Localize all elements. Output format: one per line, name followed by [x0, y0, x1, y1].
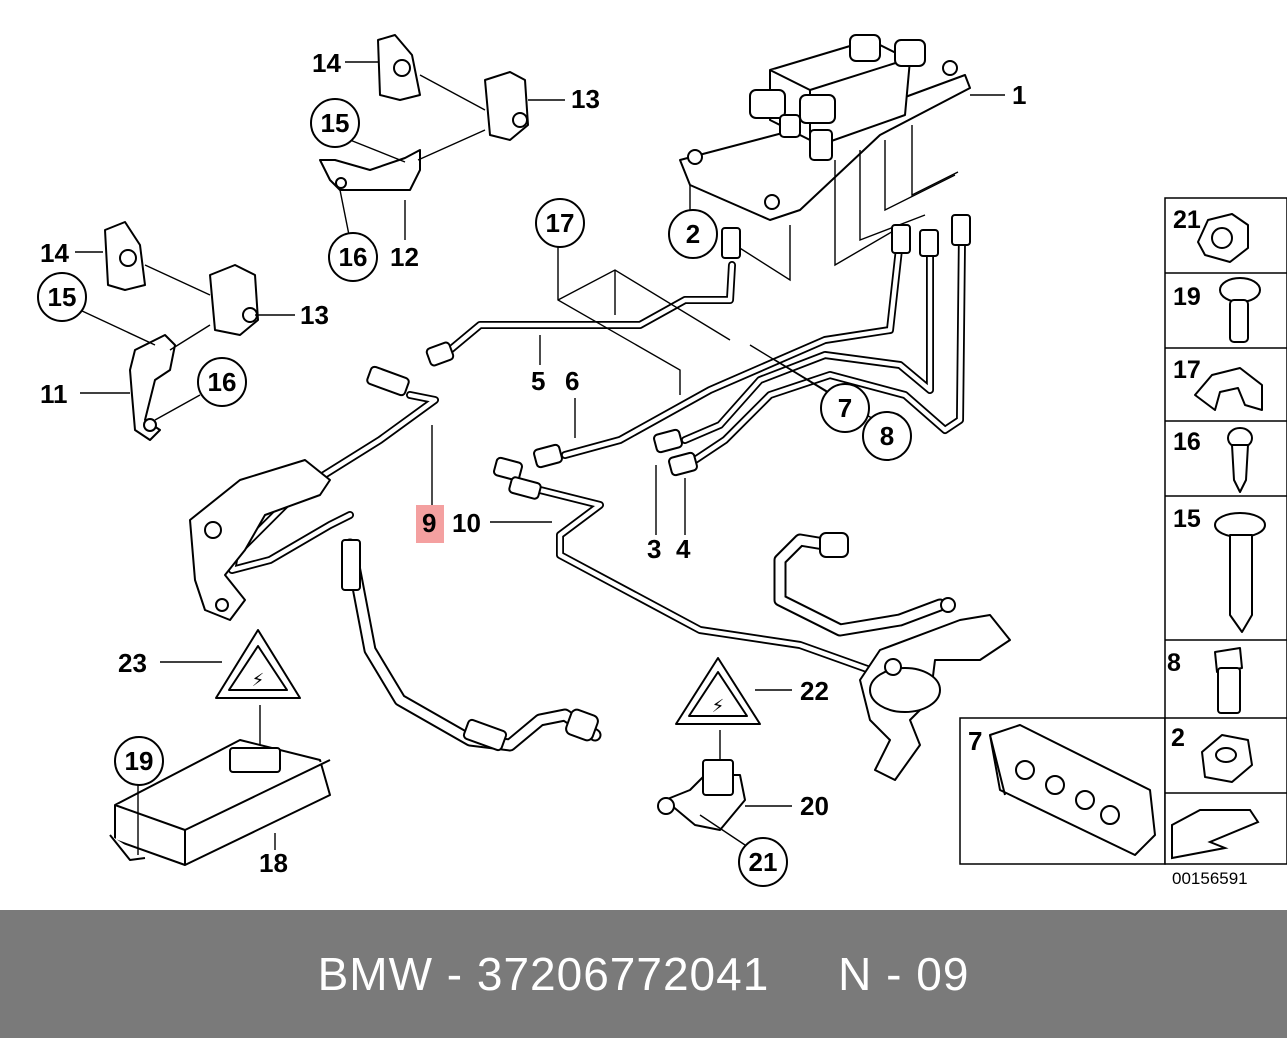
sensor	[657, 730, 746, 831]
callout-20: 20	[800, 791, 829, 821]
callout-14-top: 14	[312, 48, 341, 78]
sidebar-labels: 21 19 17 16 15 8 2	[1167, 206, 1201, 752]
brake-pipes	[228, 214, 971, 752]
parts-diagram: ⚡ ⚡	[37, 34, 1287, 888]
left-pipe-bracket	[189, 459, 331, 621]
callout-15-left: 15	[48, 282, 77, 312]
callout-17: 17	[546, 208, 575, 238]
callout-leaders	[75, 61, 876, 855]
self-tapping-screw-icon	[1227, 427, 1253, 493]
bolt-icon	[1214, 512, 1266, 633]
reference-number: 00156591	[1172, 869, 1248, 888]
svg-text:⚡: ⚡	[252, 670, 265, 691]
callout-18: 18	[259, 848, 288, 878]
callout-11: 11	[40, 379, 68, 409]
footer-bar: BMW - 37206772041 N - 09	[0, 910, 1287, 1038]
plain-callouts: 14 13 12 14 13 11 1 5 6 9 10 3 4 23 22 2…	[40, 48, 1026, 878]
hardware-sidebar	[1164, 197, 1287, 865]
control-unit	[109, 705, 331, 866]
circled-callouts: 15 16 15 16 17 2 7 8 19 21	[37, 98, 912, 887]
callout-10: 10	[452, 508, 481, 538]
port-leader-lines	[689, 94, 1005, 282]
callout-22: 22	[800, 676, 829, 706]
sidebar-label-15: 15	[1173, 505, 1201, 533]
sidebar-label-19: 19	[1173, 283, 1201, 311]
callout-9-highlight	[416, 505, 444, 543]
callout-15-top: 15	[321, 108, 350, 138]
callout-12: 12	[390, 242, 419, 272]
callout-14-left: 14	[40, 238, 69, 268]
callout-16-top: 16	[339, 242, 368, 272]
sidebar-label-21: 21	[1173, 206, 1201, 234]
clip-assembly-top	[319, 34, 529, 191]
callout-16-left: 16	[208, 367, 237, 397]
clip-assembly-left	[104, 221, 259, 441]
callout-4: 4	[676, 534, 691, 564]
valve-block-assembly	[679, 34, 971, 221]
hex-nut-icon	[1201, 734, 1253, 783]
right-pipe-bracket	[859, 597, 1011, 781]
footer-part-number: BMW - 37206772041 N - 09	[317, 948, 970, 1000]
clip-icon	[1194, 367, 1263, 411]
sidebar-label-17: 17	[1173, 356, 1201, 384]
callout-13-top: 13	[571, 84, 600, 114]
callout-3: 3	[647, 534, 661, 564]
screw-icon	[1219, 277, 1261, 343]
callout-13-left: 13	[300, 300, 329, 330]
inset-callout-7: 7	[968, 726, 982, 756]
callout-21: 21	[749, 847, 778, 877]
sidebar-label-16: 16	[1173, 428, 1201, 456]
callout-8: 8	[880, 421, 894, 451]
callout-2: 2	[686, 219, 700, 249]
callout-9: 9	[422, 508, 436, 538]
callout-1: 1	[1012, 80, 1026, 110]
warning-triangles: ⚡ ⚡	[215, 629, 761, 725]
sidebar-label-8: 8	[1167, 649, 1181, 677]
callout-6: 6	[565, 366, 579, 396]
sidebar-label-2: 2	[1171, 724, 1185, 752]
direction-arrow-icon	[1171, 809, 1260, 860]
hex-bolt-icon	[1214, 647, 1243, 714]
callout-19: 19	[125, 746, 154, 776]
inset-box	[959, 717, 1166, 865]
callout-5: 5	[531, 366, 545, 396]
callout-23: 23	[118, 648, 147, 678]
svg-text:⚡: ⚡	[712, 696, 725, 717]
callout-7: 7	[838, 393, 852, 423]
